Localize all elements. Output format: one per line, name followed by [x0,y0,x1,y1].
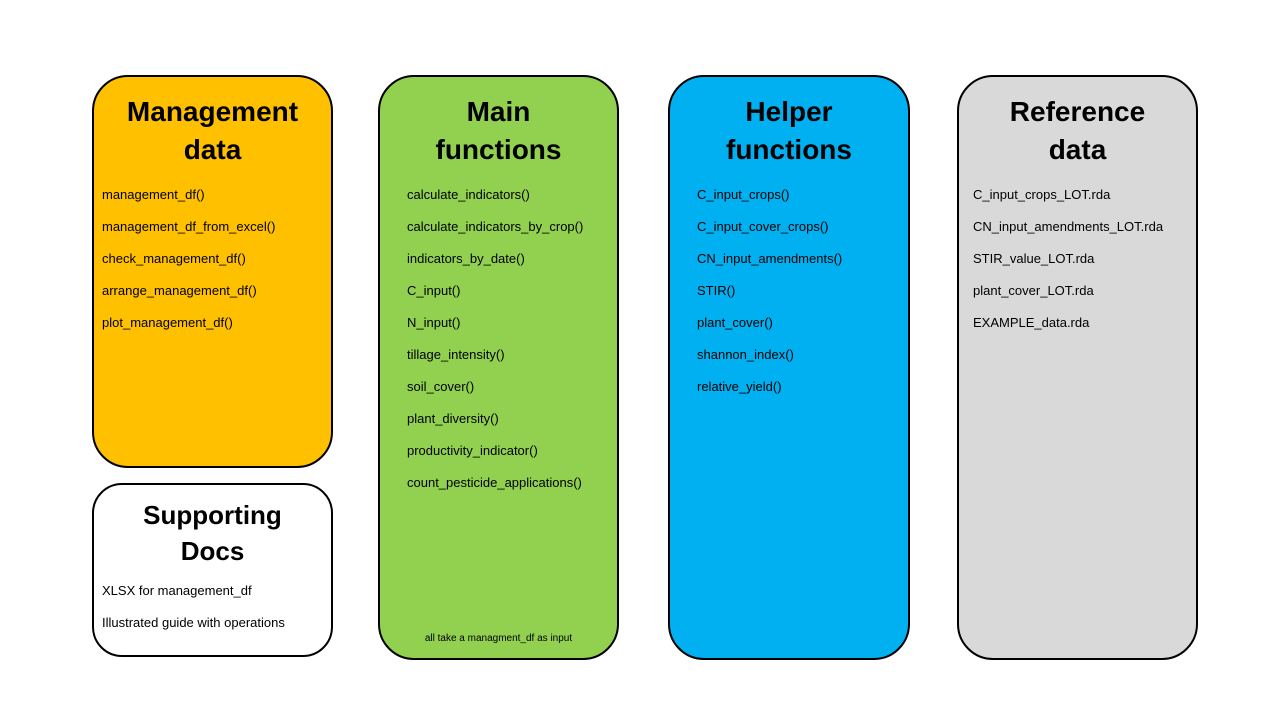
list-item: management_df_from_excel() [102,219,276,234]
list-item: C_input_cover_crops() [697,219,829,234]
list-item: count_pesticide_applications() [407,475,582,490]
list-item: Illustrated guide with operations [102,615,285,630]
helper-functions-list: C_input_crops() C_input_cover_crops() CN_i… [670,179,908,403]
list-item: C_input() [407,283,461,298]
list-item: check_management_df() [102,251,246,266]
list-item: STIR_value_LOT.rda [973,251,1095,266]
list-item: relative_yield() [697,379,782,394]
list-item: N_input() [407,315,461,330]
list-item: tillage_intensity() [407,347,505,362]
list-item: calculate_indicators_by_crop() [407,219,584,234]
main-functions-list: calculate_indicators() calculate_indicato… [380,179,617,499]
card-title-helper-functions: Helper functions [726,96,852,165]
card-title-main-functions: Main functions [435,96,562,165]
list-item: indicators_by_date() [407,251,525,266]
card-helper-functions: Helper functions C_input_crops()C_input_… [668,75,910,660]
list-item: plant_cover_LOT.rda [973,283,1094,298]
list-item: STIR() [697,283,736,298]
list-item: productivity_indicator() [407,443,538,458]
card-management-data: Management data management_df()managemen… [92,75,333,468]
list-item: management_df() [102,187,205,202]
list-item: plot_management_df() [102,315,233,330]
list-item: C_input_crops() [697,187,790,202]
list-item: arrange_management_df() [102,283,257,298]
main-functions-footnote: all take a managment_df as input [424,633,573,644]
list-item: EXAMPLE_data.rda [973,315,1090,330]
list-item: calculate_indicators() [407,187,530,202]
list-item: CN_input_amendments_LOT.rda [973,219,1164,234]
list-item: shannon_index() [697,347,794,362]
list-item: CN_input_amendments() [697,251,843,266]
list-item: XLSX for management_df [102,583,252,598]
list-item: soil_cover() [407,379,475,394]
card-title-reference-data: Reference data [1009,96,1146,165]
list-item: plant_diversity() [407,411,499,426]
card-main-functions: Main functions calculate_indicators()cal… [378,75,619,660]
list-item: plant_cover() [697,315,773,330]
management-data-function-list: management_df() management_df_from_excel(… [94,179,331,339]
list-item: C_input_crops_LOT.rda [973,187,1111,202]
card-title-management-data: Management data [126,96,299,165]
card-title-supporting-docs: Supporting Docs [143,500,282,566]
